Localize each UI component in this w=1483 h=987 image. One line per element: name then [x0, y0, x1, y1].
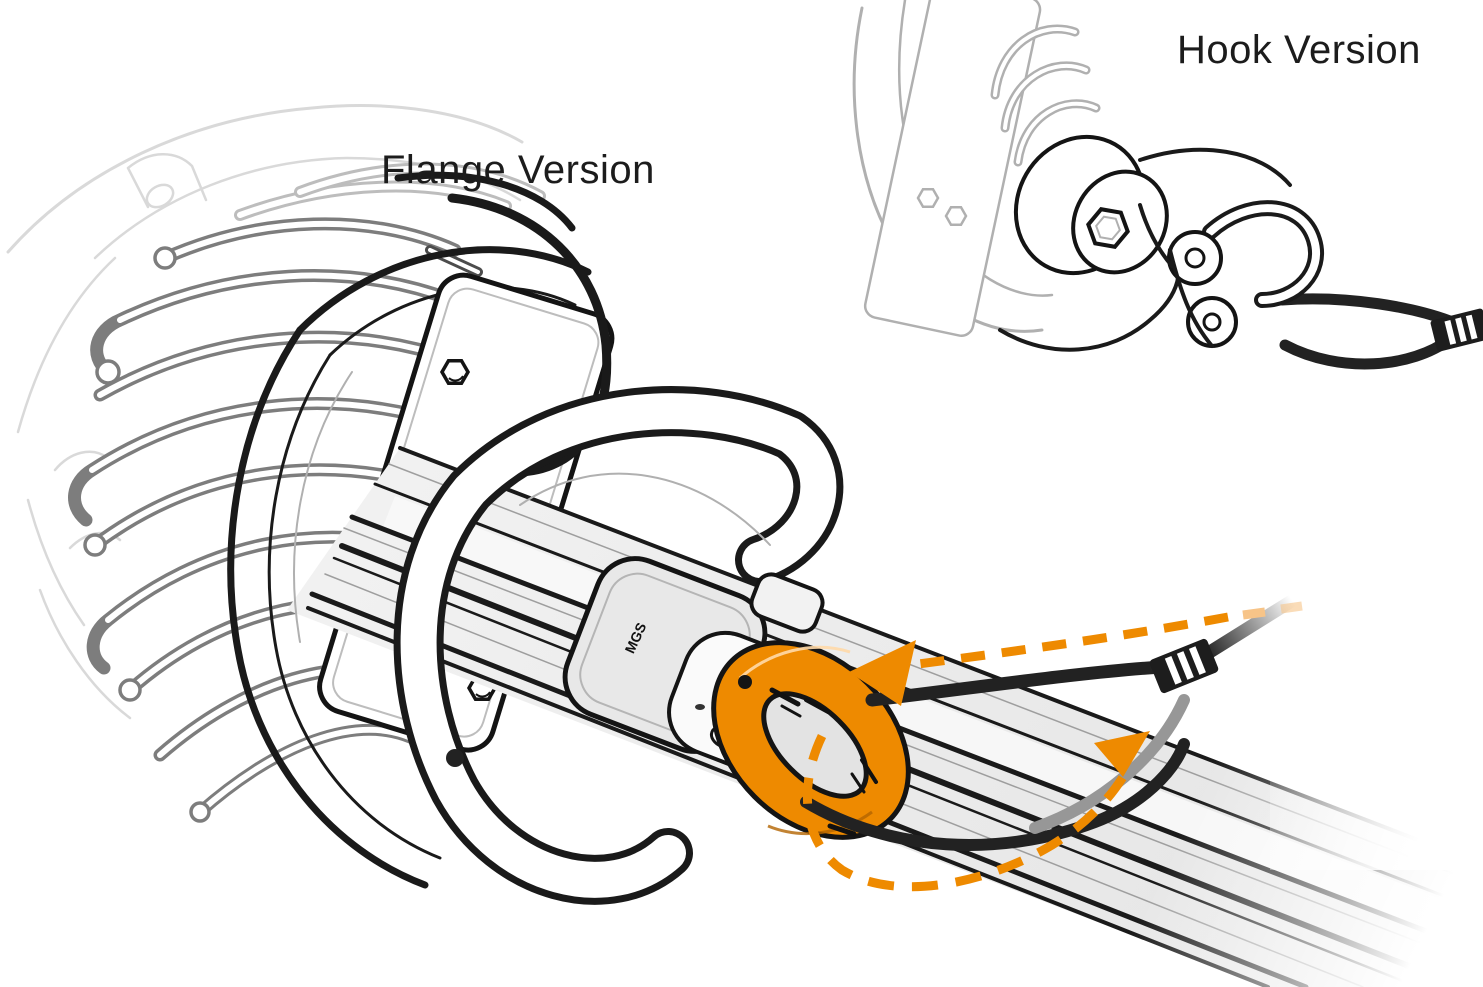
rotation-arrowhead-right [1094, 731, 1150, 777]
hex-socket [1086, 207, 1130, 249]
cable-lug [83, 533, 107, 557]
hook-guard [393, 386, 844, 905]
cable-lug [153, 246, 177, 270]
hook-sling-rope [1276, 293, 1483, 370]
hex-bolt [439, 358, 471, 386]
hex-bolt [944, 206, 968, 226]
flange-version-label: Flange Version [381, 148, 655, 192]
hook-hub [998, 134, 1292, 352]
flange-version-illustration: MGS [6, 104, 1483, 987]
mounting-ring [227, 326, 442, 889]
strap-bracket [749, 572, 825, 634]
guard-clamp-bolt [446, 749, 464, 767]
carabiner-markings [769, 687, 878, 837]
rotation-arrows [802, 601, 1303, 892]
hook-version-illustration [852, 0, 1483, 370]
fade-overlay [1270, 540, 1483, 870]
cable-lug [95, 359, 121, 385]
hook-clevis [1138, 200, 1324, 348]
hex-bolt [916, 188, 940, 208]
carabiner [711, 640, 911, 840]
hook-flange-disc [852, 0, 1101, 337]
clevis-pin [738, 675, 752, 689]
whipped-end-band [1430, 308, 1483, 352]
rotation-arrowhead-left [849, 640, 916, 706]
cable-lug [118, 678, 142, 702]
hook-version-label: Hook Version [1177, 28, 1421, 72]
cable-lug [189, 801, 211, 823]
